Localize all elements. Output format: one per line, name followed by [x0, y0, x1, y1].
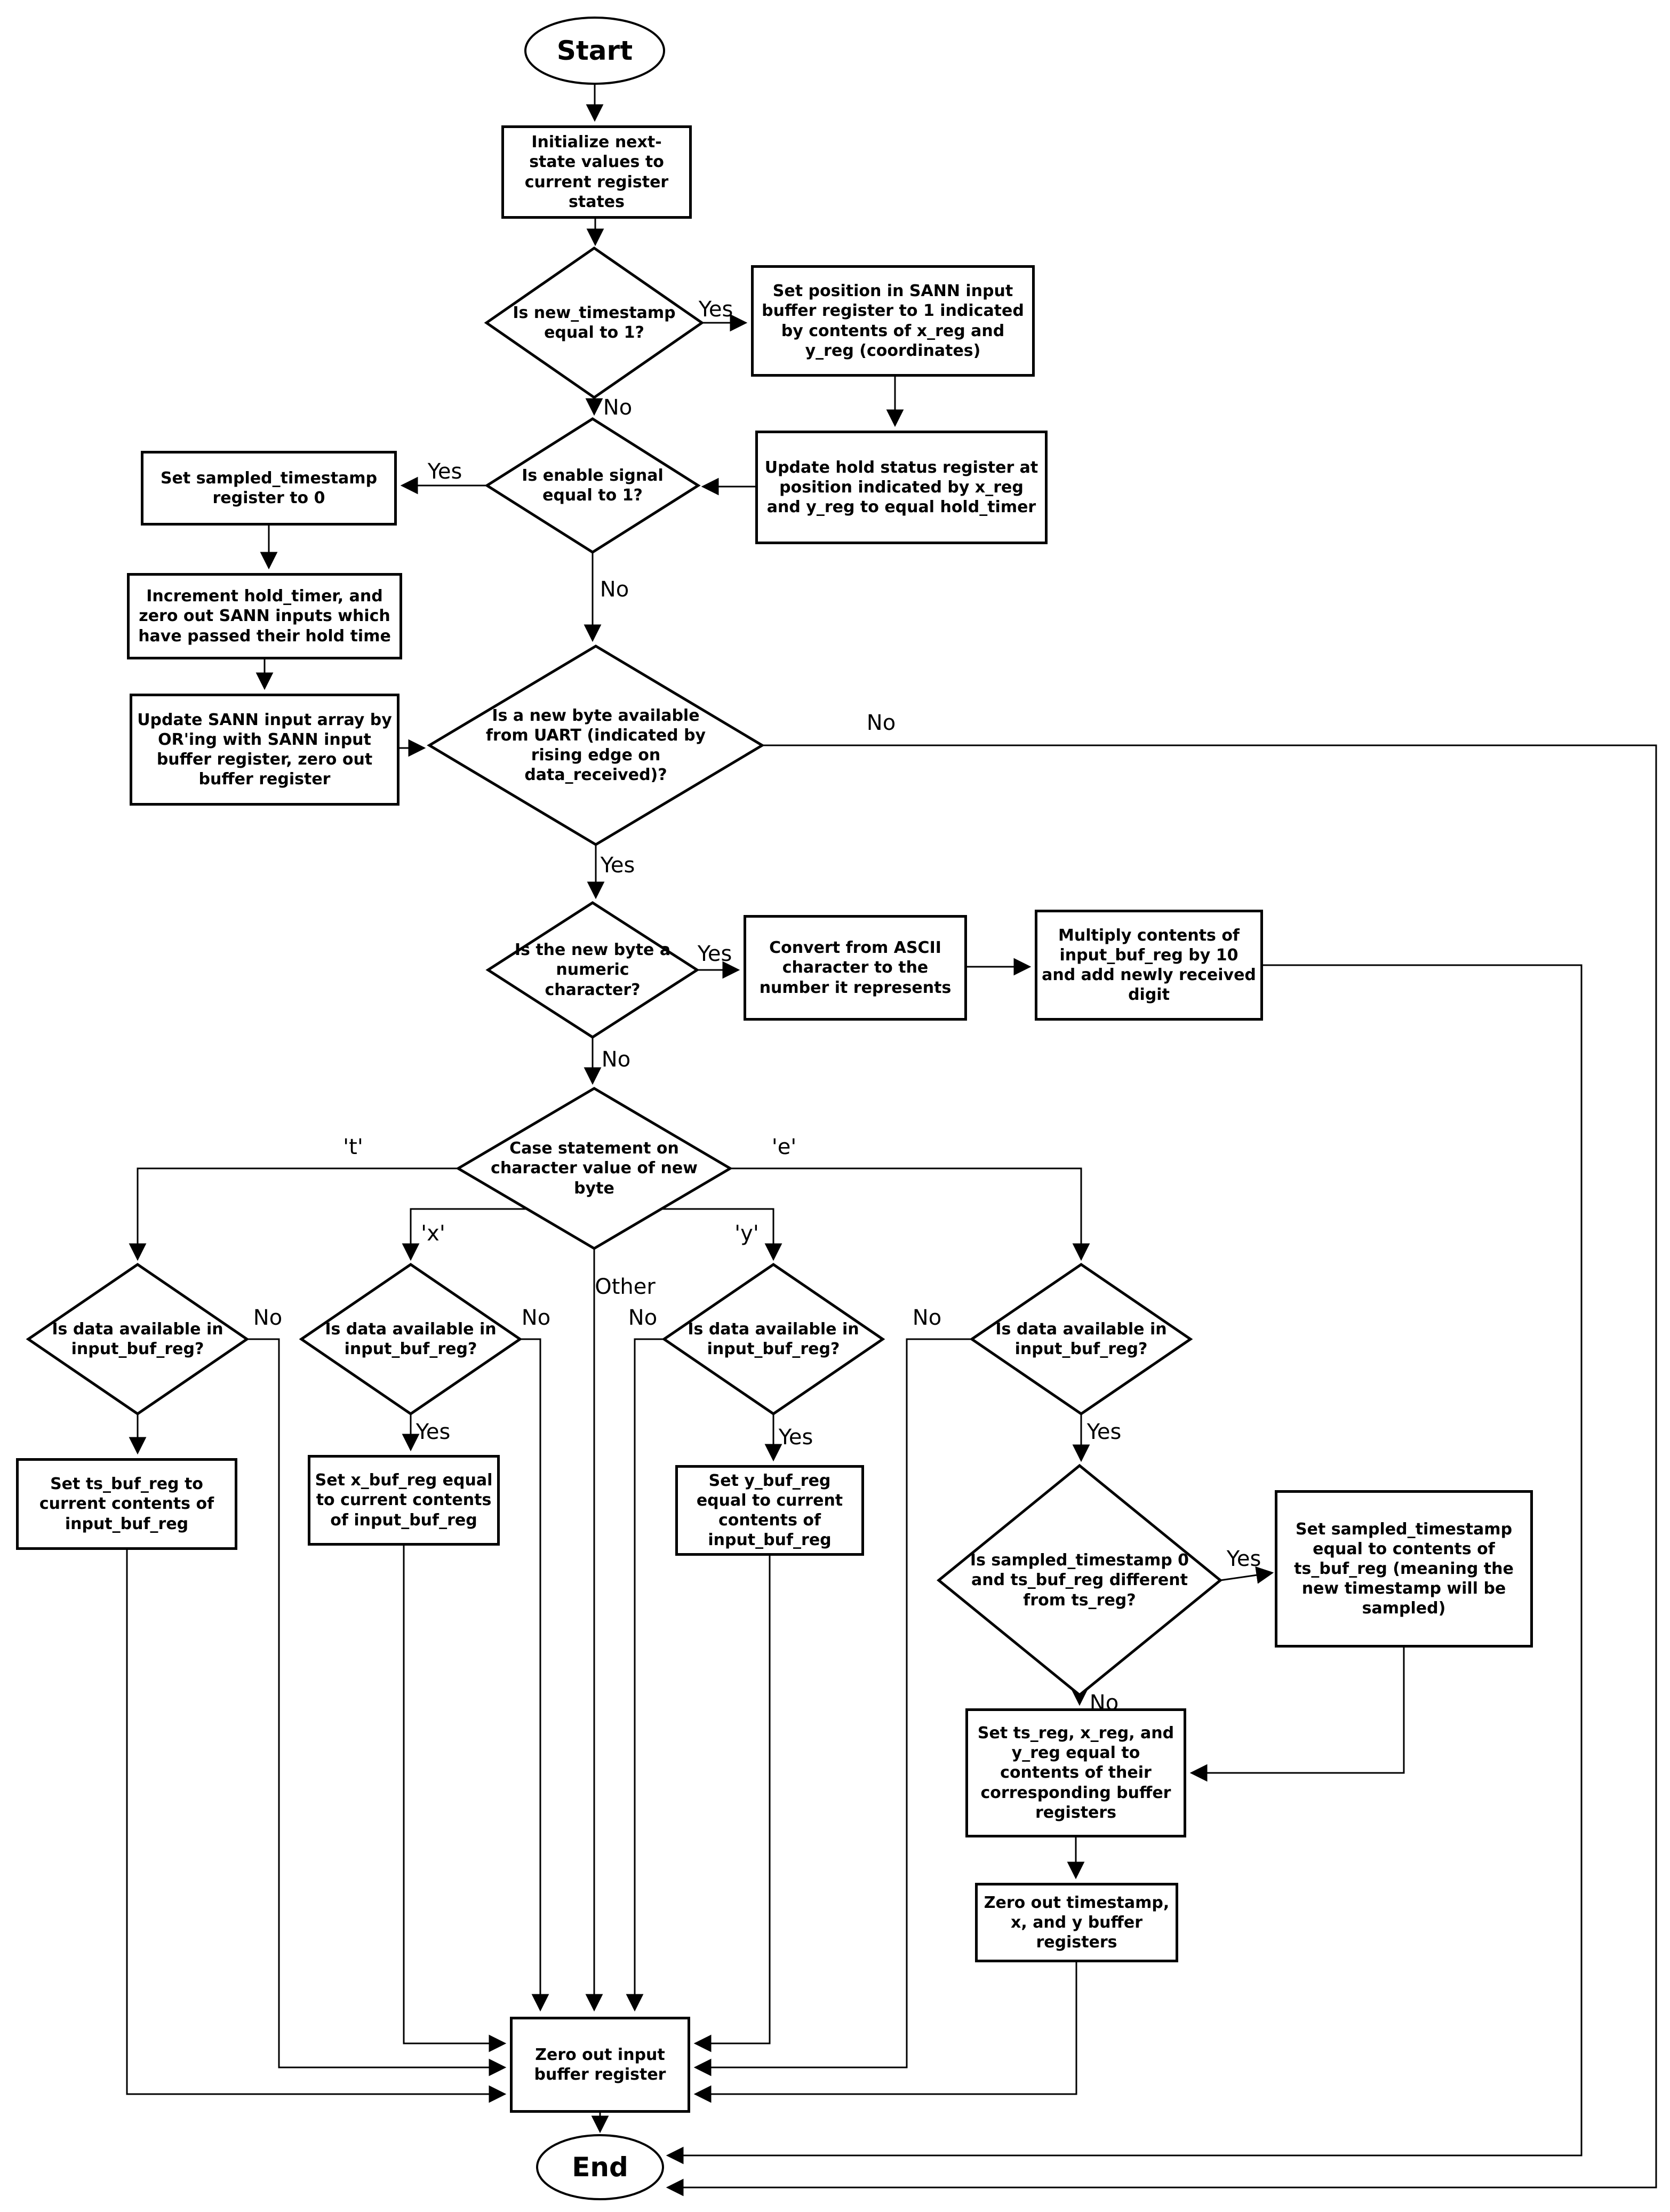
edge-availe-no — [693, 1338, 972, 2076]
edge-label-availy-no: No — [628, 1306, 658, 1330]
edge-label-enable-yes: Yes — [427, 459, 462, 484]
end-terminal-label: End — [572, 2152, 628, 2183]
edge-label-availx-yes: Yes — [415, 1420, 451, 1444]
edge-availx-no — [520, 1338, 549, 2012]
process-zero-input-buf: Zero out input buffer register — [510, 2017, 690, 2113]
edge-label-case-e: 'e' — [771, 1135, 797, 1159]
decision-new-byte-label: Is a new byte available from UART (indic… — [485, 706, 706, 785]
edge-label-sampleddiff-no: No — [1089, 1691, 1119, 1715]
edge-zerotsxy-zeroinput — [693, 1962, 1077, 2103]
decision-avail-e-label: Is data available in input_buf_reg? — [995, 1319, 1167, 1358]
process-init: Initialize next-state values to current … — [501, 125, 692, 219]
edge-label-enable-no: No — [600, 577, 629, 602]
edge-label-availe-no: No — [912, 1306, 942, 1330]
decision-new-timestamp-shape — [484, 246, 705, 400]
decision-avail-y-label: Is data available in input_buf_reg? — [688, 1319, 859, 1358]
edge-label-availx-no: No — [521, 1306, 551, 1330]
edge-label-case-other: Other — [595, 1275, 656, 1299]
end-terminal-shape — [536, 2134, 664, 2200]
decision-sampled-diff-shape — [937, 1463, 1222, 1697]
process-set-position: Set position in SANN input buffer regist… — [751, 265, 1035, 377]
start-terminal-label: Start — [556, 35, 633, 66]
edge-case-x — [402, 1208, 527, 1261]
edge-ybuf-zeroinput — [693, 1556, 771, 2052]
process-zero-ts-xy-buf: Zero out timestamp, x, and y buffer regi… — [975, 1883, 1178, 1962]
process-increment-hold-timer: Increment hold_timer, and zero out SANN … — [127, 573, 402, 659]
edge-label-availy-yes: Yes — [778, 1425, 813, 1450]
edge-label-newtimestamp-no: No — [603, 395, 633, 420]
decision-enable-label: Is enable signal equal to 1? — [522, 466, 664, 505]
decision-enable-shape — [484, 417, 701, 554]
edge-label-newbyte-no: No — [866, 711, 896, 735]
edge-xbuf-zeroinput — [403, 1546, 507, 2052]
process-set-sampled-ts: Set sampled_timestamp equal to contents … — [1275, 1490, 1533, 1648]
process-set-ts-buf: Set ts_buf_reg to current contents of in… — [16, 1458, 237, 1550]
decision-avail-t-shape — [26, 1262, 250, 1416]
edge-availy-no — [626, 1338, 664, 2012]
start-terminal-shape — [524, 17, 665, 85]
edge-label-numeric-no: No — [601, 1047, 631, 1072]
decision-new-byte-shape — [427, 644, 765, 846]
edge-label-case-y: 'y' — [734, 1221, 759, 1246]
edge-label-availe-yes: Yes — [1086, 1420, 1122, 1444]
edge-setsampledts-setregs — [1189, 1648, 1405, 1782]
decision-numeric-label: Is the new byte a numeric character? — [514, 941, 671, 999]
edge-case-t — [129, 1167, 458, 1261]
process-convert-ascii: Convert from ASCII character to the numb… — [744, 915, 967, 1021]
decision-avail-t-label: Is data available in input_buf_reg? — [52, 1319, 223, 1358]
edge-tsbuf-zeroinput — [126, 1550, 507, 2103]
edge-label-case-x: 'x' — [421, 1221, 445, 1246]
process-multiply-add: Multiply contents of input_buf_reg by 10… — [1035, 910, 1263, 1021]
edge-label-case-t: 't' — [343, 1135, 363, 1159]
edge-label-newbyte-yes: Yes — [600, 853, 635, 878]
edge-sampleddiff-yes — [1220, 1566, 1274, 1584]
decision-new-timestamp-label: Is new_timestamp equal to 1? — [513, 303, 676, 342]
process-set-x-buf: Set x_buf_reg equal to current contents … — [308, 1455, 500, 1546]
edge-multiply-end — [666, 964, 1583, 2165]
edge-label-availt-no: No — [253, 1306, 283, 1330]
process-set-regs: Set ts_reg, x_reg, and y_reg equal to co… — [965, 1708, 1186, 1837]
process-set-y-buf: Set y_buf_reg equal to current contents … — [675, 1465, 864, 1556]
decision-numeric-shape — [485, 901, 700, 1039]
edge-case-e — [730, 1167, 1090, 1261]
edge-label-numeric-yes: Yes — [697, 942, 732, 966]
decision-case-shape — [456, 1087, 733, 1250]
decision-case-label: Case statement on character value of new… — [491, 1139, 698, 1198]
process-set-sampled-zero: Set sampled_timestamp register to 0 — [141, 451, 397, 526]
decision-avail-y-shape — [661, 1262, 885, 1416]
process-update-hold-status: Update hold status register at position … — [755, 431, 1048, 544]
decision-avail-x-label: Is data available in input_buf_reg? — [325, 1319, 497, 1358]
edge-availt-no — [247, 1338, 507, 2076]
decision-avail-e-shape — [969, 1262, 1193, 1416]
edge-newbyte-no-end — [666, 744, 1657, 2197]
decision-avail-x-shape — [299, 1262, 523, 1416]
edge-label-sampleddiff-yes: Yes — [1226, 1547, 1261, 1571]
decision-sampled-diff-label: Is sampled_timestamp 0 and ts_buf_reg di… — [970, 1551, 1189, 1610]
edge-case-y — [661, 1208, 782, 1261]
edge-label-newtimestamp-yes: Yes — [698, 297, 733, 322]
process-update-sann-array: Update SANN input array by OR'ing with S… — [130, 694, 399, 806]
